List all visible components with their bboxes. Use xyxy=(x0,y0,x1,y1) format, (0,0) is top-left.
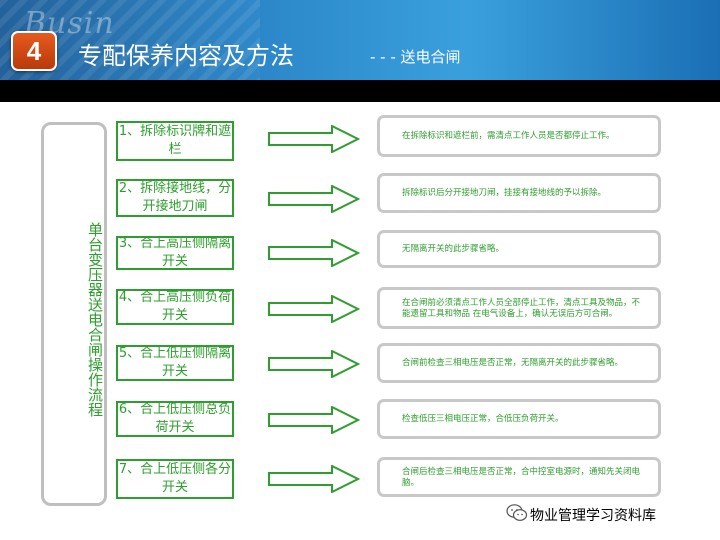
process-label-box: 单台变压器送电合闸操作流程 xyxy=(41,122,107,506)
step-note-text: 检查低压三相电压正常，合低压负荷开关。 xyxy=(402,414,564,425)
arrow-right-icon xyxy=(268,125,360,153)
step-note-text: 在合闸前必须清点工作人员全部停止工作，清点工具及物品，不能遗留工具和物品 在电气… xyxy=(402,297,641,320)
step-note-6: 检查低压三相电压正常，合低压负荷开关。 xyxy=(377,399,661,439)
slide-title: 专配保养内容及方法 xyxy=(78,42,294,70)
header-divider-bar xyxy=(0,80,720,102)
arrow-right-icon xyxy=(268,239,360,267)
arrow-right-icon xyxy=(268,295,360,323)
process-label: 单台变压器送电合闸操作流程 xyxy=(86,221,104,417)
step-note-1: 在拆除标识和遮栏前，需清点工作人员是否都停止工作。 xyxy=(377,115,661,157)
arrow-right-icon xyxy=(268,350,360,378)
step-box-7: 7、合上低压侧各分开关 xyxy=(116,459,234,499)
section-number-badge: 4 xyxy=(11,31,57,71)
step-box-6: 6、合上低压侧总负荷开关 xyxy=(116,401,234,437)
step-note-text: 无隔离开关的此步骤省略。 xyxy=(402,244,505,255)
footer-source-label: 物业管理学习资料库 xyxy=(530,508,656,524)
step-box-5: 5、合上低压侧隔离开关 xyxy=(116,345,234,381)
step-note-text: 合闸前检查三相电压是否正常，无隔离开关的此步骤省略。 xyxy=(402,358,624,369)
step-box-3: 3、合上高压侧隔离开关 xyxy=(116,236,234,270)
step-note-text: 拆除标识后分开接地刀闸，挂接有接地线的予以拆除。 xyxy=(402,188,607,199)
step-note-4: 在合闸前必须清点工作人员全部停止工作，清点工具及物品，不能遗留工具和物品 在电气… xyxy=(377,287,661,329)
step-box-2: 2、拆除接地线，分开接地刀闸 xyxy=(116,179,234,217)
slide-header: Busin 4 专配保养内容及方法 - - - 送电合闸 xyxy=(0,0,720,80)
wechat-icon xyxy=(506,504,528,521)
step-note-7: 合闸后检查三相电压是否正常，合中控室电源时，通知先关闭电脑。 xyxy=(377,457,661,497)
step-note-text: 在拆除标识和遮栏前，需清点工作人员是否都停止工作。 xyxy=(402,131,615,142)
step-note-text: 合闸后检查三相电压是否正常，合中控室电源时，通知先关闭电脑。 xyxy=(402,466,641,489)
step-note-2: 拆除标识后分开接地刀闸，挂接有接地线的予以拆除。 xyxy=(377,173,661,213)
arrow-right-icon xyxy=(268,465,360,493)
step-box-4: 4、合上高压侧负荷开关 xyxy=(116,289,234,325)
slide-subtitle: - - - 送电合闸 xyxy=(370,48,461,66)
step-note-3: 无隔离开关的此步骤省略。 xyxy=(377,230,661,268)
step-box-1: 1、拆除标识牌和遮栏 xyxy=(116,121,234,161)
arrow-right-icon xyxy=(268,185,360,213)
arrow-right-icon xyxy=(268,406,360,434)
step-note-5: 合闸前检查三相电压是否正常，无隔离开关的此步骤省略。 xyxy=(377,343,661,383)
